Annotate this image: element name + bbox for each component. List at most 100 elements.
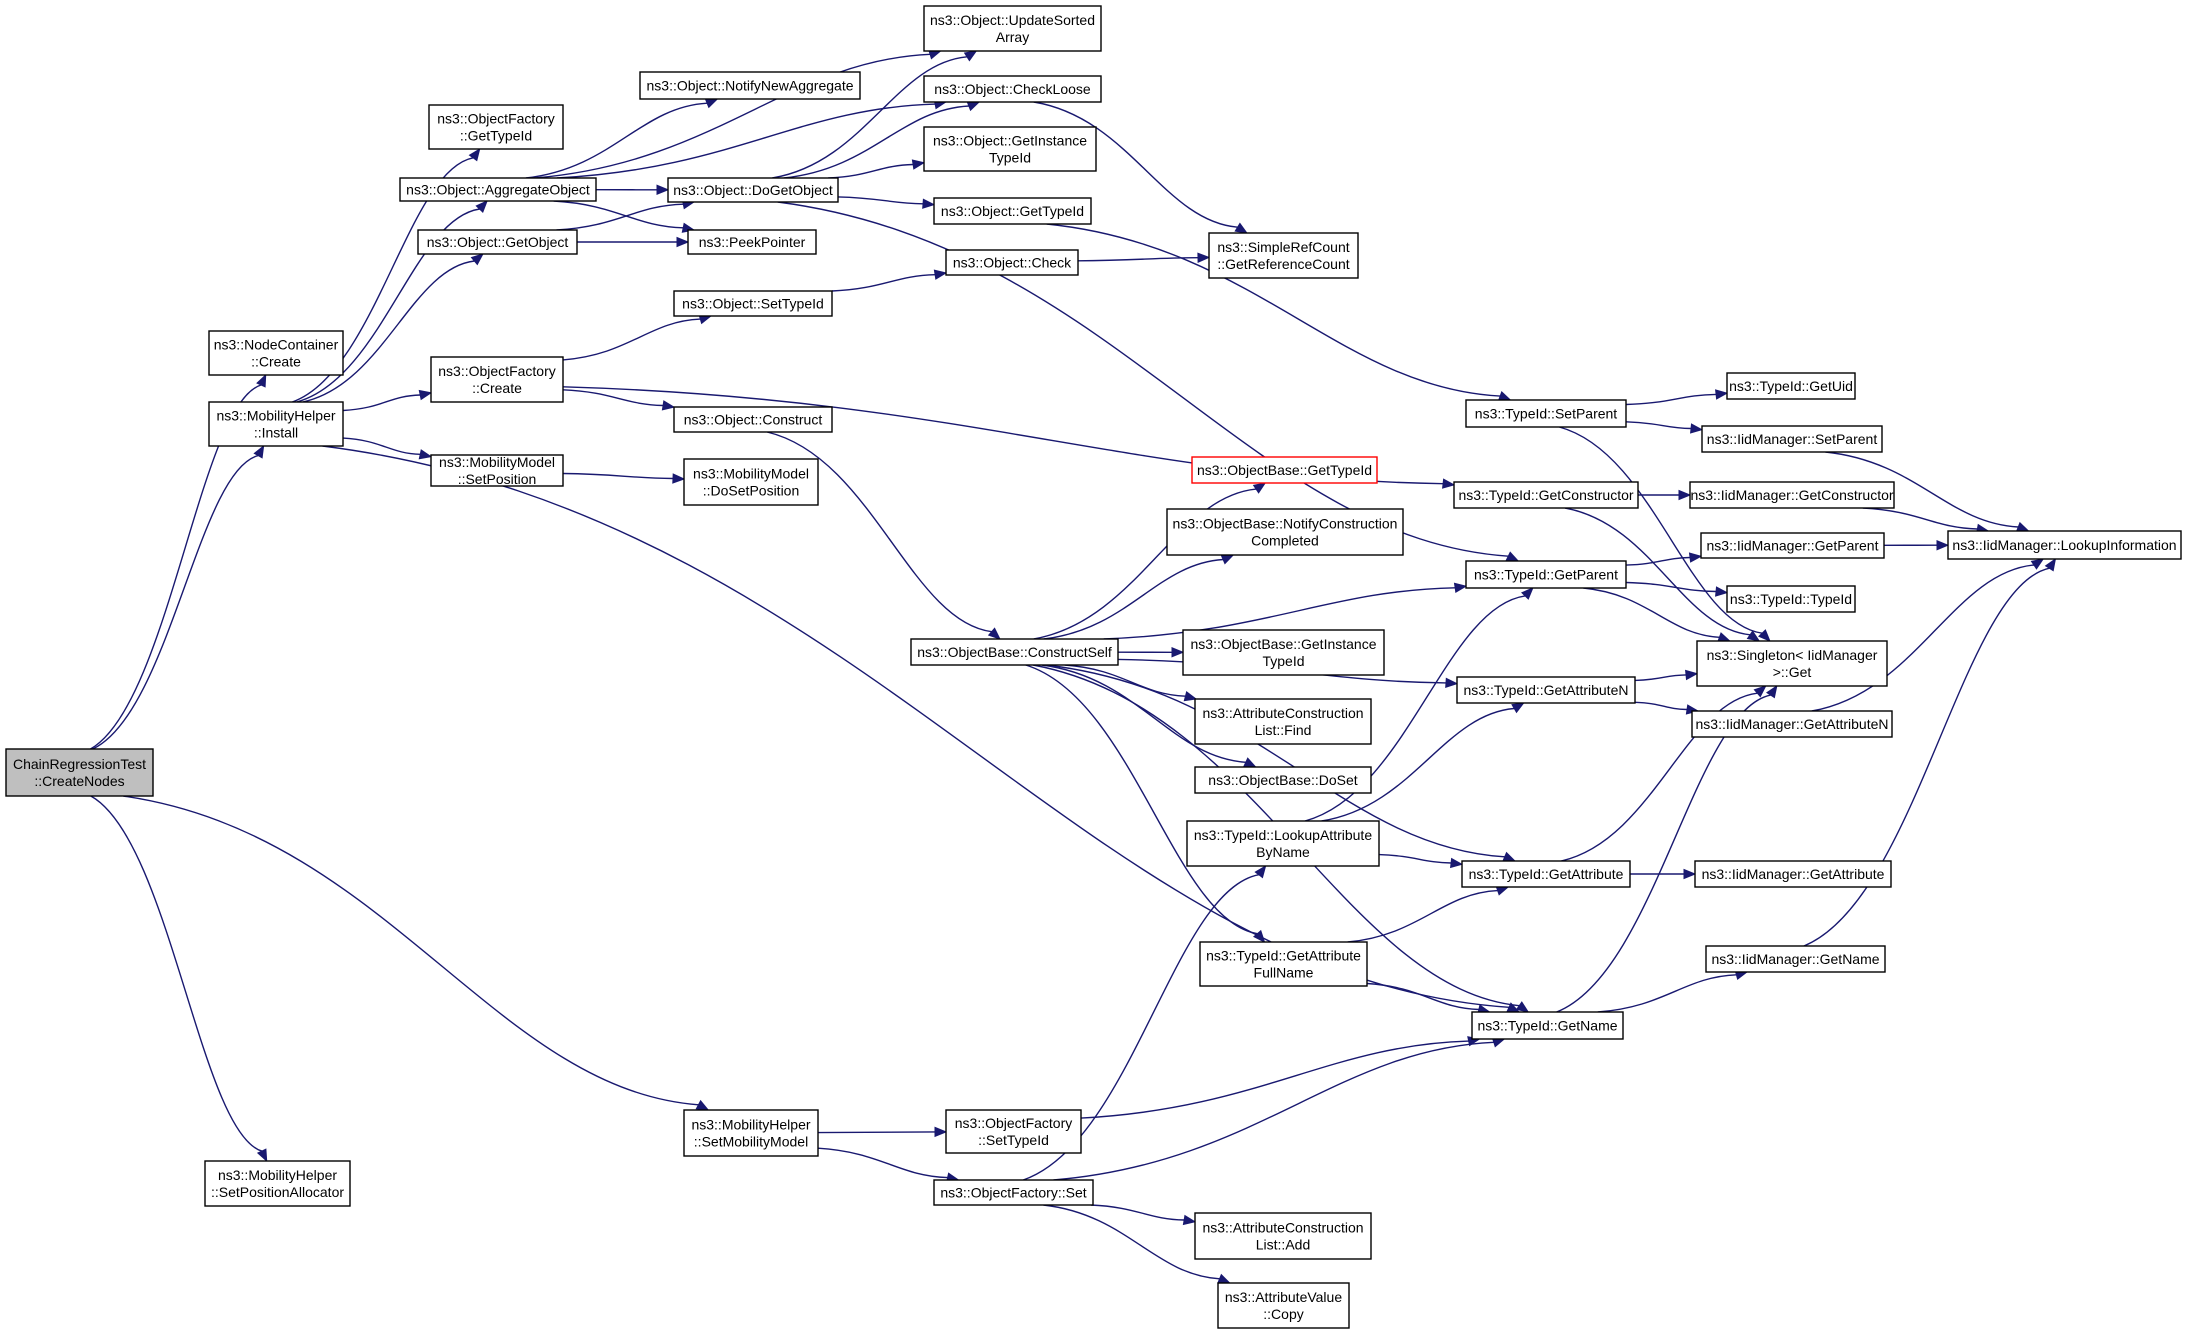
node-label-line: List::Add bbox=[1256, 1237, 1310, 1253]
node-o-construct[interactable]: ns3::Object::Construct bbox=[673, 406, 833, 433]
call-edge-o_settypeid-to-o_check bbox=[831, 269, 948, 292]
edge-arrowhead bbox=[1521, 587, 1534, 600]
node-mm-dosetpos[interactable]: ns3::MobilityModel::DoSetPosition bbox=[683, 458, 819, 506]
edge-arrowhead bbox=[934, 1126, 948, 1138]
edge-line bbox=[1046, 223, 1501, 397]
node-of-create[interactable]: ns3::ObjectFactory::Create bbox=[430, 356, 564, 403]
node-mh-setmm[interactable]: ns3::MobilityHelper::SetMobilityModel bbox=[683, 1109, 819, 1157]
node-o-settypeid[interactable]: ns3::Object::SetTypeId bbox=[673, 290, 833, 317]
node-o-dogetobject[interactable]: ns3::Object::DoGetObject bbox=[667, 177, 839, 203]
node-mh-setpa[interactable]: ns3::MobilityHelper::SetPositionAllocato… bbox=[204, 1160, 351, 1207]
node-box bbox=[683, 458, 819, 506]
call-edge-tid_setparent-to-singleton_get bbox=[1559, 426, 1771, 642]
node-label-line: ns3::ObjectFactory bbox=[438, 363, 556, 379]
edge-arrowhead bbox=[661, 400, 676, 411]
node-label-line: ::DoSetPosition bbox=[703, 483, 800, 499]
node-src-getref[interactable]: ns3::SimpleRefCount::GetReferenceCount bbox=[1208, 232, 1359, 279]
edge-line bbox=[817, 1147, 948, 1179]
node-av-copy[interactable]: ns3::AttributeValue::Copy bbox=[1217, 1282, 1350, 1329]
node-o-getobject[interactable]: ns3::Object::GetObject bbox=[417, 229, 578, 255]
node-root: ChainRegressionTest::CreateNodes bbox=[5, 748, 154, 797]
node-label-line: ns3::ObjectBase::GetInstance bbox=[1191, 636, 1377, 652]
node-of-settypeid[interactable]: ns3::ObjectFactory::SetTypeId bbox=[945, 1109, 1082, 1154]
node-iid-lookup[interactable]: ns3::IidManager::LookupInformation bbox=[1947, 530, 2182, 560]
node-box bbox=[1191, 456, 1378, 484]
node-ob-constructself[interactable]: ns3::ObjectBase::ConstructSelf bbox=[910, 638, 1119, 666]
edge-line bbox=[1625, 581, 1717, 593]
call-edge-tid_setparent-to-iid_setparent bbox=[1625, 421, 1704, 434]
node-ob-gettypeid[interactable]: ns3::ObjectBase::GetTypeId bbox=[1191, 456, 1378, 484]
node-o-check[interactable]: ns3::Object::Check bbox=[945, 249, 1079, 276]
edge-arrowhead bbox=[1234, 222, 1249, 234]
node-label-line: ns3::AttributeConstruction bbox=[1202, 705, 1363, 721]
call-edge-o_check-to-src_getref bbox=[1077, 252, 1211, 263]
node-mm-setpos[interactable]: ns3::MobilityModel::SetPosition bbox=[430, 454, 564, 487]
node-mh-install[interactable]: ns3::MobilityHelper::Install bbox=[208, 401, 344, 447]
node-label-line: List::Find bbox=[1255, 722, 1312, 738]
node-tid-getparent[interactable]: ns3::TypeId::GetParent bbox=[1465, 560, 1627, 589]
edge-line bbox=[1304, 595, 1526, 822]
edge-arrowhead bbox=[256, 1148, 268, 1163]
edge-line bbox=[1043, 558, 1224, 640]
node-label-line: ns3::TypeId::SetParent bbox=[1475, 406, 1618, 422]
node-nc-create[interactable]: ns3::NodeContainer::Create bbox=[208, 330, 344, 376]
node-iid-getparent[interactable]: ns3::IidManager::GetParent bbox=[1700, 532, 1885, 559]
node-iid-getname[interactable]: ns3::IidManager::GetName bbox=[1705, 945, 1886, 973]
node-tid-setparent[interactable]: ns3::TypeId::SetParent bbox=[1465, 399, 1627, 428]
call-edge-tid_getattrn-to-iid_getattrn bbox=[1634, 701, 1700, 715]
node-o-notify[interactable]: ns3::Object::NotifyNewAggregate bbox=[639, 71, 861, 100]
node-of-set[interactable]: ns3::ObjectFactory::Set bbox=[933, 1179, 1094, 1206]
node-box bbox=[1691, 710, 1893, 738]
edge-arrowhead bbox=[966, 101, 981, 112]
node-peekpointer[interactable]: ns3::PeekPointer bbox=[687, 229, 817, 255]
node-of-gettypeid[interactable]: ns3::ObjectFactory::GetTypeId bbox=[428, 104, 564, 150]
node-iid-getctor[interactable]: ns3::IidManager::GetConstructor bbox=[1689, 481, 1895, 509]
node-tid-getattrn[interactable]: ns3::TypeId::GetAttributeN bbox=[1456, 676, 1636, 704]
edge-line bbox=[90, 795, 263, 1152]
node-label-line: ns3::TypeId::GetAttribute bbox=[1469, 866, 1624, 882]
call-edge-ob_constructself-to-acl_find bbox=[1064, 664, 1198, 702]
edge-line bbox=[831, 274, 936, 292]
node-iid-getattr[interactable]: ns3::IidManager::GetAttribute bbox=[1694, 860, 1892, 888]
node-box bbox=[945, 249, 1079, 276]
node-tid-getname[interactable]: ns3::TypeId::GetName bbox=[1471, 1011, 1624, 1040]
node-tid-getuid[interactable]: ns3::TypeId::GetUid bbox=[1726, 372, 1856, 400]
call-edge-tid_getattrn-to-singleton_get bbox=[1634, 669, 1699, 682]
node-label-line: Completed bbox=[1251, 533, 1319, 549]
node-label-line: ns3::TypeId::LookupAttribute bbox=[1194, 827, 1372, 843]
node-box bbox=[1194, 1212, 1372, 1260]
node-singleton-get[interactable]: ns3::Singleton< IidManager>::Get bbox=[1696, 640, 1888, 687]
node-box bbox=[1947, 530, 2182, 560]
edge-line bbox=[1803, 567, 2050, 947]
call-edge-mh_install-to-of_create bbox=[342, 389, 433, 412]
edge-line bbox=[1321, 707, 1515, 822]
edge-arrowhead bbox=[2044, 557, 2057, 572]
edge-arrowhead bbox=[1753, 685, 1767, 698]
node-o-aggregate[interactable]: ns3::Object::AggregateObject bbox=[399, 177, 597, 202]
node-o-gettypeid[interactable]: ns3::Object::GetTypeId bbox=[933, 197, 1092, 225]
node-o-checkloose[interactable]: ns3::Object::CheckLoose bbox=[923, 75, 1102, 103]
node-iid-getattrn[interactable]: ns3::IidManager::GetAttributeN bbox=[1691, 710, 1893, 738]
node-tid-getattr[interactable]: ns3::TypeId::GetAttribute bbox=[1461, 860, 1631, 888]
node-iid-setparent[interactable]: ns3::IidManager::SetParent bbox=[1701, 425, 1883, 453]
edge-arrowhead bbox=[253, 444, 265, 459]
call-edge-o_getobject-to-peekpointer bbox=[576, 236, 690, 248]
edge-arrowhead bbox=[256, 373, 267, 388]
edge-arrowhead bbox=[676, 236, 690, 248]
call-edge-mh_install-to-o_getobject bbox=[302, 253, 484, 403]
node-ob-doset[interactable]: ns3::ObjectBase::DoSet bbox=[1194, 766, 1372, 794]
node-box bbox=[1217, 1282, 1350, 1329]
node-ob-notifycc[interactable]: ns3::ObjectBase::NotifyConstructionCompl… bbox=[1166, 508, 1404, 556]
node-tid-typeid[interactable]: ns3::TypeId::TypeId bbox=[1726, 585, 1856, 613]
edge-line bbox=[1625, 393, 1717, 406]
node-tid-getctor[interactable]: ns3::TypeId::GetConstructor bbox=[1453, 481, 1639, 509]
call-edge-of_create-to-o_construct bbox=[562, 389, 676, 411]
call-edge-tid_setparent-to-tid_getuid bbox=[1625, 389, 1729, 406]
